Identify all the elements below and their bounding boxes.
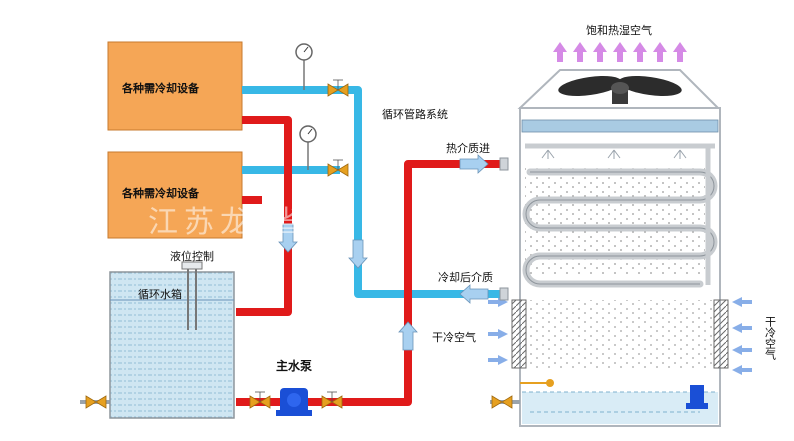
- rain-zone: [528, 300, 712, 370]
- louver-right: [713, 299, 729, 369]
- main-pump-label: 主水泵: [276, 358, 312, 373]
- drift-eliminator: [521, 119, 719, 133]
- flow-arrows: [278, 154, 489, 351]
- circulation-tank-label: 循环水箱: [138, 287, 182, 301]
- spray-nozzles: [541, 149, 687, 159]
- hot-medium-inlet-label: 热介质进: [446, 142, 490, 155]
- valve-icon: [249, 391, 271, 409]
- circulation-tank: [109, 261, 235, 419]
- spray-pump: [686, 385, 708, 409]
- intake-air-arrows-right: [732, 297, 752, 375]
- gauge-icon: [295, 43, 313, 90]
- equipment-label-top: 各种需冷却设备: [121, 81, 200, 95]
- dry-cold-air-label-left: 干冷空气: [432, 330, 476, 344]
- equipment-box-bottom: [107, 151, 243, 239]
- tower-basin: [522, 392, 718, 424]
- intake-air-arrows-left: [488, 297, 508, 365]
- watermark-text: 江苏龙·省·: [148, 205, 323, 240]
- cold-outlet-flange: [499, 287, 509, 301]
- cooled-medium-outlet-label: 冷却后介质: [438, 271, 493, 284]
- valve-icon: [490, 395, 520, 409]
- equipment-label-bottom: 各种需冷却设备: [121, 186, 200, 200]
- valve-icon: [327, 79, 349, 97]
- float-valve: [520, 379, 554, 387]
- fan-icon: [558, 76, 682, 104]
- exhaust-air-arrows: [553, 42, 687, 62]
- cooling-tower: [511, 69, 729, 427]
- gauge-icon: [299, 125, 317, 170]
- level-control-label: 液位控制: [170, 249, 214, 263]
- valve-icon: [321, 391, 343, 409]
- circulation-system-label: 循环管路系统: [382, 107, 448, 121]
- hot-inlet-flange: [499, 157, 509, 171]
- valve-icon: [80, 395, 110, 409]
- louver-left: [511, 299, 527, 369]
- valve-icon: [327, 159, 349, 177]
- dry-cold-air-label-right: 干冷空气: [764, 316, 777, 360]
- equipment-box-top: [107, 41, 243, 131]
- saturated-air-label: 饱和热湿空气: [586, 23, 652, 37]
- main-pump-icon: [276, 388, 312, 416]
